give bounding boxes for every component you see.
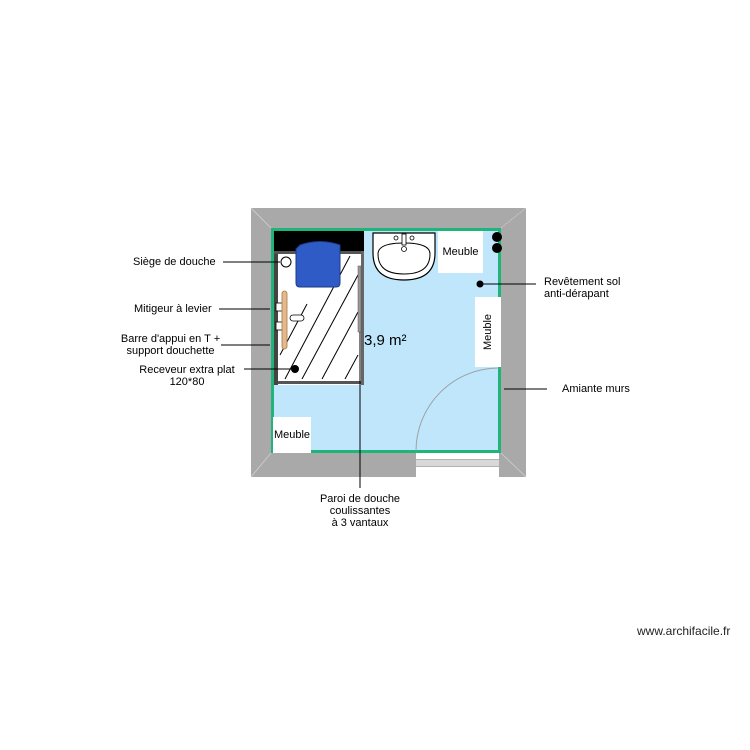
corner-pipe-2 [492,243,502,253]
annotation-non-slip-floor: Revêtement sol anti-dérapant [544,276,621,300]
washbasin [372,232,436,281]
annotation-shower-wall: Paroi de douche coulissantes à 3 vantaux [319,493,401,529]
shower-drain [291,365,299,373]
furniture-meuble-bottom-left: Meuble [273,417,311,453]
sliding-panel [357,265,362,333]
furniture-meuble-right: Meuble [475,297,501,367]
annotation-shower-seat: Siège de douche [133,256,216,268]
grab-bar [281,290,288,350]
annotation-shower-tray: Receveur extra plat 120*80 [139,364,235,388]
watermark: www.archifacile.fr [637,624,731,638]
shower-seat [295,241,341,288]
furniture-label: Meuble [442,246,479,258]
furniture-label: Meuble [482,313,495,351]
annotation-grab-bar: Barre d'appui en T + support douchette [120,333,221,357]
door-swing [415,367,500,452]
shower-top-bar [274,231,364,251]
corner-pipe-1 [492,232,502,242]
furniture-meuble-top: Meuble [438,231,483,273]
furniture-label: Meuble [273,429,311,441]
annotation-lever-mixer: Mitigeur à levier [134,303,212,315]
annotation-asbestos-walls: Amiante murs [562,383,630,395]
area-label: 3,9 m² [364,332,407,349]
